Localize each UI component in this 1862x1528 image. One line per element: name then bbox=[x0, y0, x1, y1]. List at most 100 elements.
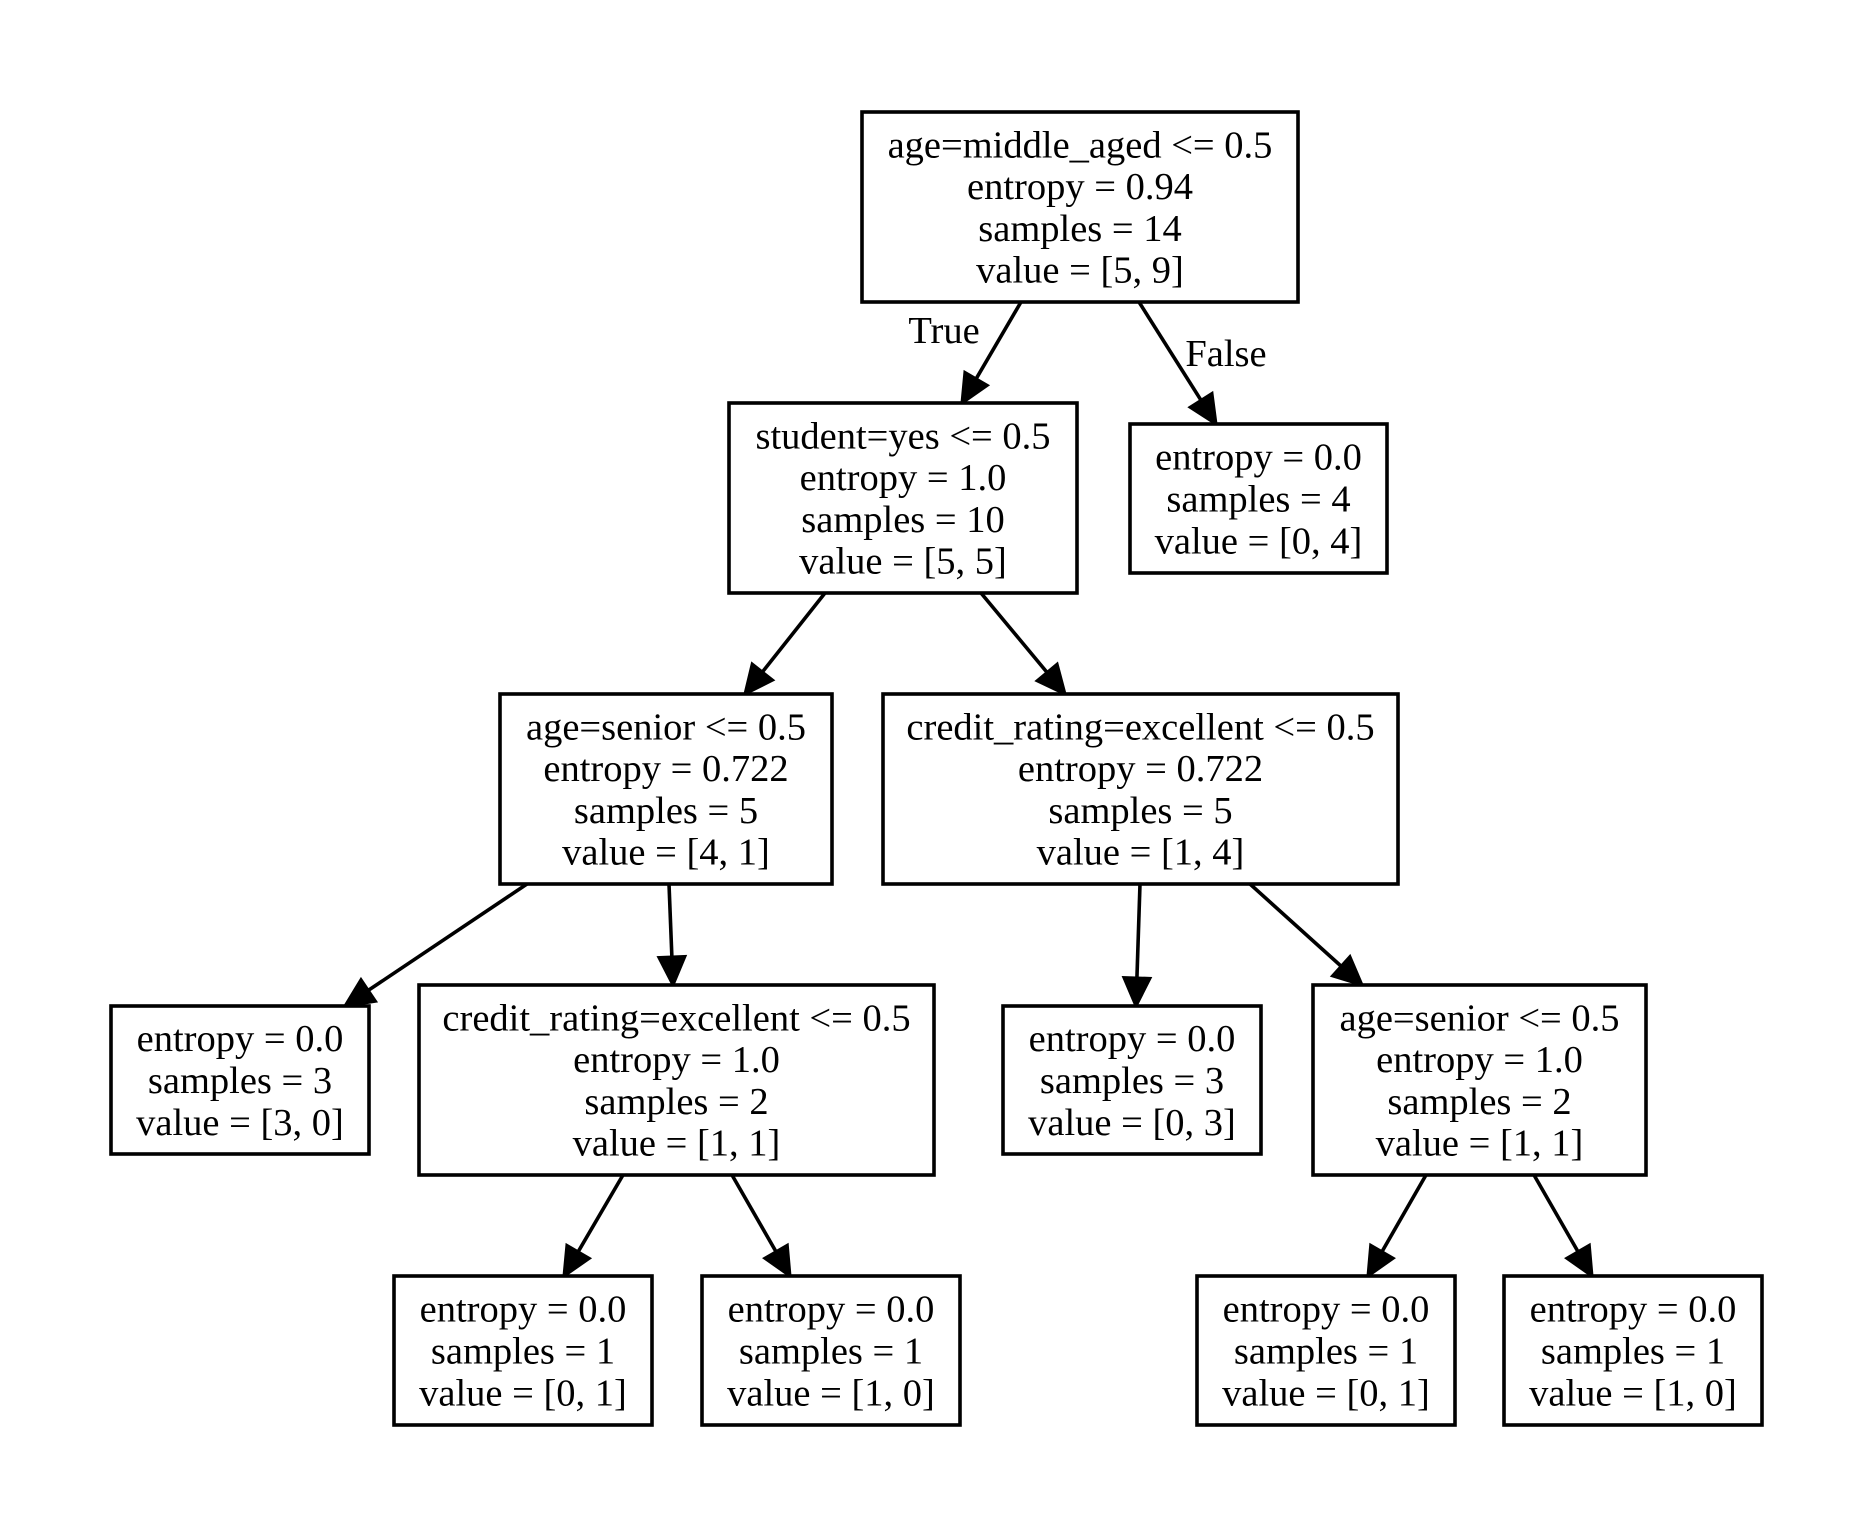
node-box bbox=[1502, 1274, 1764, 1427]
node-text-line: value = [1, 0] bbox=[727, 1372, 935, 1414]
edge-label: True bbox=[908, 310, 979, 352]
node-box bbox=[1195, 1274, 1457, 1427]
tree-edge bbox=[1121, 883, 1153, 1010]
node-text-line: value = [4, 1] bbox=[562, 832, 770, 874]
arrowhead-icon bbox=[1329, 953, 1365, 988]
node-text-line: samples = 10 bbox=[801, 499, 1005, 541]
edge-line bbox=[730, 1174, 778, 1253]
node-text-line: entropy = 0.0 bbox=[1530, 1289, 1737, 1331]
node-box bbox=[727, 401, 1079, 595]
node-box bbox=[109, 1004, 371, 1156]
node-text-line: value = [0, 4] bbox=[1155, 520, 1363, 562]
node-text-line: value = [5, 9] bbox=[976, 250, 1184, 292]
tree-edge bbox=[742, 591, 827, 697]
node-text-line: entropy = 0.0 bbox=[137, 1018, 344, 1060]
edge-line bbox=[979, 591, 1049, 674]
node-text-line: value = [5, 5] bbox=[799, 541, 1007, 583]
node-text-line: entropy = 0.0 bbox=[728, 1289, 935, 1331]
arrowhead-icon bbox=[562, 1242, 593, 1280]
node-text-line: value = [0, 1] bbox=[1222, 1372, 1430, 1414]
node-text-line: age=senior <= 0.5 bbox=[1339, 997, 1619, 1039]
edge-line bbox=[1135, 883, 1142, 979]
node-box bbox=[498, 692, 834, 886]
node-text-line: samples = 1 bbox=[739, 1331, 923, 1373]
node-text-line: value = [3, 0] bbox=[136, 1102, 344, 1144]
tree-edge bbox=[656, 883, 688, 989]
node-text-line: value = [0, 3] bbox=[1028, 1102, 1236, 1144]
node-box bbox=[860, 110, 1300, 304]
node-box bbox=[417, 983, 936, 1177]
tree-edge bbox=[979, 591, 1068, 697]
node-text-line: samples = 1 bbox=[1234, 1331, 1418, 1373]
node-text-line: credit_rating=excellent <= 0.5 bbox=[906, 706, 1374, 748]
node-box bbox=[700, 1274, 962, 1427]
arrowhead-icon bbox=[1034, 661, 1068, 697]
edge-line bbox=[367, 882, 529, 992]
edge-line bbox=[1380, 1174, 1428, 1253]
tree-edge bbox=[730, 1174, 792, 1280]
arrowhead-icon bbox=[960, 369, 991, 407]
tree-edge: True bbox=[908, 301, 1023, 407]
tree-edge bbox=[1366, 1174, 1428, 1280]
node-text-line: value = [1, 4] bbox=[1037, 832, 1245, 874]
node-box bbox=[1001, 1004, 1263, 1156]
tree-edge bbox=[342, 882, 529, 1008]
node-text-line: value = [1, 1] bbox=[573, 1123, 781, 1165]
tree-edge: False bbox=[1137, 301, 1267, 428]
tree-edge bbox=[1532, 1174, 1594, 1280]
node-text-line: entropy = 0.722 bbox=[1018, 748, 1263, 790]
edge-label: False bbox=[1185, 333, 1266, 375]
edge-line bbox=[1137, 301, 1203, 402]
node-text-line: entropy = 0.0 bbox=[1155, 437, 1362, 479]
node-box bbox=[881, 692, 1400, 886]
node-text-line: age=senior <= 0.5 bbox=[526, 706, 806, 748]
edge-line bbox=[1248, 882, 1343, 968]
arrowhead-icon bbox=[1564, 1242, 1594, 1280]
node-box bbox=[392, 1274, 654, 1427]
node-text-line: samples = 1 bbox=[1541, 1331, 1725, 1373]
node-text-line: samples = 5 bbox=[574, 790, 758, 832]
arrowhead-icon bbox=[742, 661, 776, 697]
node-text-line: entropy = 1.0 bbox=[800, 457, 1007, 499]
node-text-line: samples = 3 bbox=[1040, 1060, 1224, 1102]
node-text-line: entropy = 0.722 bbox=[543, 748, 788, 790]
arrowhead-icon bbox=[656, 954, 688, 989]
edge-line bbox=[760, 591, 827, 674]
edge-line bbox=[576, 1174, 625, 1253]
node-text-line: entropy = 1.0 bbox=[1376, 1039, 1583, 1081]
node-text-line: samples = 1 bbox=[431, 1331, 615, 1373]
arrowhead-icon bbox=[342, 976, 379, 1008]
node-text-line: entropy = 0.0 bbox=[1029, 1018, 1236, 1060]
node-text-line: samples = 14 bbox=[978, 208, 1182, 250]
node-text-line: value = [1, 0] bbox=[1529, 1372, 1737, 1414]
node-text-line: entropy = 0.0 bbox=[420, 1289, 627, 1331]
node-text-line: student=yes <= 0.5 bbox=[755, 415, 1050, 457]
node-text-line: samples = 5 bbox=[1048, 790, 1232, 832]
node-box bbox=[1311, 983, 1648, 1177]
arrowhead-icon bbox=[1366, 1242, 1396, 1280]
node-text-line: entropy = 0.94 bbox=[967, 166, 1193, 208]
tree-edge bbox=[562, 1174, 625, 1280]
tree-edge bbox=[1248, 882, 1365, 988]
node-text-line: age=middle_aged <= 0.5 bbox=[888, 124, 1273, 166]
arrowhead-icon bbox=[1121, 976, 1153, 1010]
node-text-line: samples = 4 bbox=[1166, 479, 1350, 521]
node-text-line: samples = 2 bbox=[584, 1081, 768, 1123]
node-text-line: samples = 3 bbox=[148, 1060, 332, 1102]
edge-line bbox=[1532, 1174, 1580, 1253]
node-text-line: samples = 2 bbox=[1387, 1081, 1571, 1123]
node-box bbox=[1128, 422, 1389, 575]
